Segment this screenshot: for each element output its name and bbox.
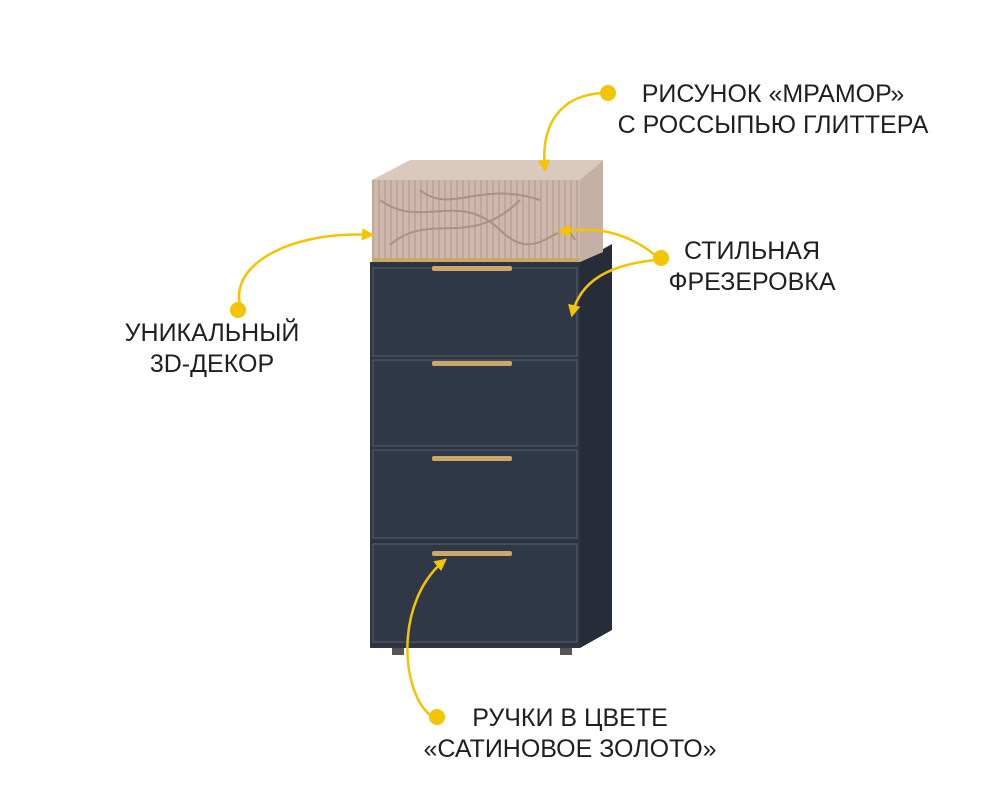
callout-milling: СТИЛЬНАЯ ФРЕЗЕРОВКА [662, 236, 842, 298]
top-side [580, 160, 603, 262]
body-side [580, 244, 612, 648]
callout-dots [230, 85, 669, 725]
drawer-2 [372, 359, 578, 447]
drawer-1 [372, 267, 578, 357]
dot-icon [230, 302, 246, 318]
handle [432, 551, 512, 556]
gold-handles [432, 266, 512, 556]
callout-line: С РОССЫПЬЮ ГЛИТТЕРА [617, 111, 929, 139]
dot-icon [600, 85, 616, 101]
handle [432, 266, 512, 271]
dot-icon [653, 250, 669, 266]
callout-line: УНИКАЛЬНЫЙ [124, 319, 300, 347]
gold-trim [372, 258, 580, 262]
drawer-3 [372, 449, 578, 539]
dot-icon [429, 709, 445, 725]
callout-line: 3D-ДЕКОР [149, 350, 275, 378]
callout-line: ФРЕЗЕРОВКА [668, 268, 836, 296]
callout-handles: РУЧКИ В ЦВЕТЕ «САТИНОВОЕ ЗОЛОТО» [410, 703, 730, 765]
callout-3d-decor: УНИКАЛЬНЫЙ 3D-ДЕКОР [112, 318, 312, 380]
callout-arrows [237, 91, 656, 716]
handle [432, 456, 512, 461]
callout-line: РИСУНОК «МРАМОР» [641, 80, 905, 108]
foot [392, 648, 404, 655]
callout-marble: РИСУНОК «МРАМОР» С РОССЫПЬЮ ГЛИТТЕРА [608, 79, 938, 141]
callout-line: РУЧКИ В ЦВЕТЕ [472, 704, 668, 732]
callout-line: «САТИНОВОЕ ЗОЛОТО» [423, 735, 717, 763]
foot [560, 648, 572, 655]
handle [432, 361, 512, 366]
callout-line: СТИЛЬНАЯ [683, 237, 821, 265]
top-surface [372, 160, 603, 180]
drawer-4 [372, 543, 578, 643]
top-front-decor [372, 180, 580, 262]
drawers [372, 267, 578, 643]
